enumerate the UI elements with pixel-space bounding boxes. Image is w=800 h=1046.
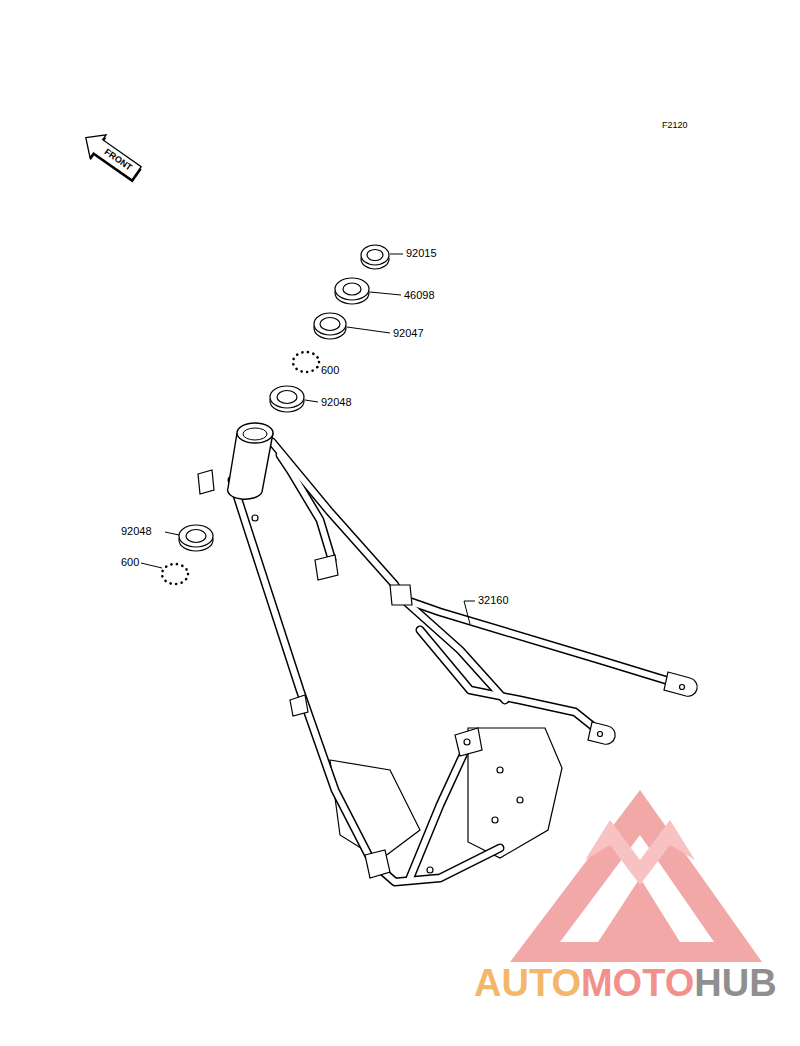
- watermark: MOTO: [581, 964, 694, 1002]
- callout-number: 92048: [321, 397, 352, 408]
- callout-number: 92048: [121, 526, 152, 537]
- watermark-logo: [510, 790, 762, 962]
- front-marker: FRONT: [103, 147, 134, 172]
- watermark: AUTO: [474, 964, 581, 1002]
- head-tube: [243, 428, 267, 440]
- callout-number: 32160: [478, 595, 509, 606]
- bearing-parts: [179, 245, 389, 551]
- callout-number: 92047: [393, 328, 424, 339]
- callout-number: 46098: [404, 290, 435, 301]
- callout-number: 600: [321, 365, 339, 376]
- head-tube: [237, 423, 273, 443]
- front-arrow: [77, 126, 147, 187]
- watermark: HUB: [694, 964, 776, 1002]
- callout-number: 600: [121, 557, 139, 568]
- leader-line: [141, 254, 475, 624]
- frame-tubes: [232, 442, 672, 882]
- callout-number: 92015: [406, 248, 437, 259]
- frame-tubes: [232, 442, 672, 882]
- bearing-balls: [162, 352, 319, 584]
- figure-code: F2120: [662, 121, 688, 130]
